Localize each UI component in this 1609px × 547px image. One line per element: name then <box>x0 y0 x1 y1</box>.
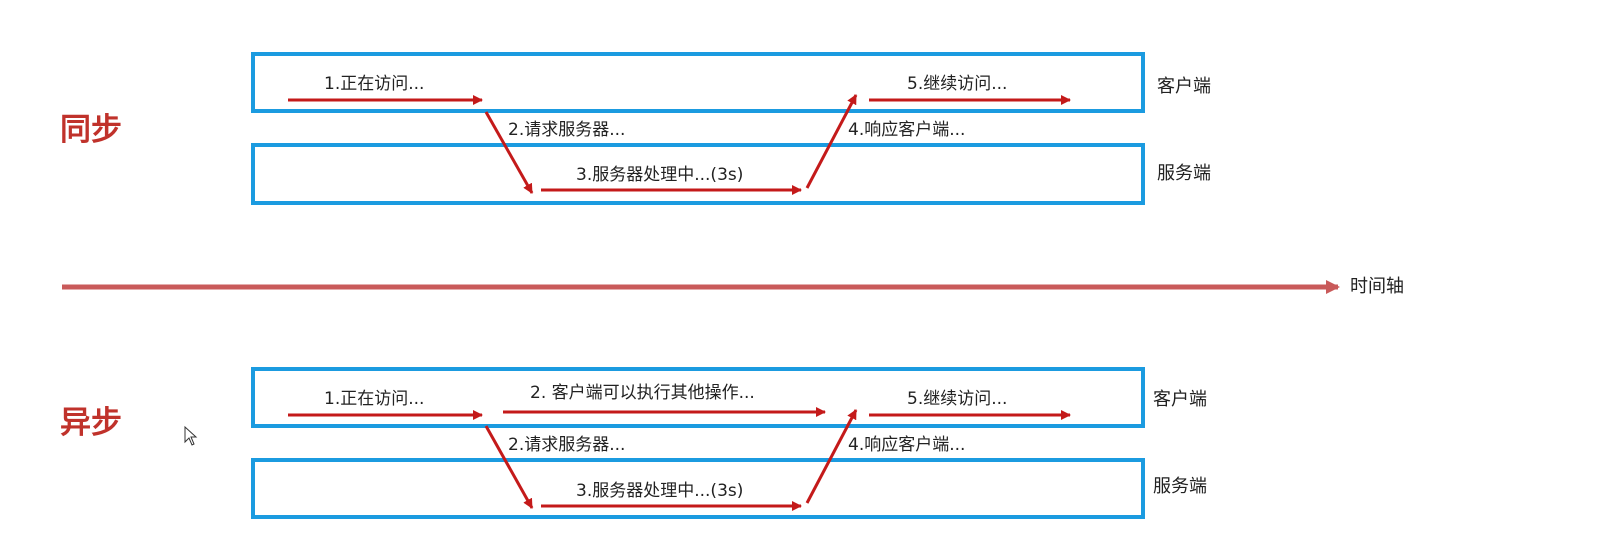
async-server-label: 服务端 <box>1153 476 1207 497</box>
async-section: 异步 客户端 服务端 1.正在访问... 2. 客户端可以执行其他操作... 2… <box>60 367 1207 519</box>
async-step5-label: 5.继续访问... <box>907 389 1007 409</box>
async-step1-label: 1.正在访问... <box>324 389 424 409</box>
async-step4-label: 4.响应客户端... <box>848 435 965 455</box>
async-title: 异步 <box>60 405 122 441</box>
async-step4-arrow <box>805 409 858 504</box>
sync-step5-label: 5.继续访问... <box>907 74 1007 94</box>
async-client-label: 客户端 <box>1153 389 1207 410</box>
async-step2-label: 2.请求服务器... <box>508 435 625 455</box>
sync-title: 同步 <box>60 112 122 148</box>
sync-client-label: 客户端 <box>1157 76 1211 97</box>
timeline-label: 时间轴 <box>1350 276 1404 297</box>
timeline: 时间轴 <box>62 276 1404 297</box>
sync-section: 同步 客户端 服务端 1.正在访问... 2.请求服务器... 3.服务器处理中… <box>60 52 1211 205</box>
sync-step4-label: 4.响应客户端... <box>848 120 965 140</box>
sync-server-label: 服务端 <box>1157 163 1211 184</box>
async-step2-arrow <box>484 425 534 509</box>
sync-step2-label: 2.请求服务器... <box>508 120 625 140</box>
async-step3-label: 3.服务器处理中...(3s) <box>576 481 743 501</box>
async-step2-client-label: 2. 客户端可以执行其他操作... <box>530 383 755 403</box>
sync-step1-label: 1.正在访问... <box>324 74 424 94</box>
sync-server-lane <box>251 143 1145 205</box>
sync-step3-label: 3.服务器处理中...(3s) <box>576 165 743 185</box>
mouse-pointer-icon <box>184 425 198 446</box>
sync-step2-arrow <box>484 111 534 194</box>
sync-step4-arrow <box>805 94 858 189</box>
